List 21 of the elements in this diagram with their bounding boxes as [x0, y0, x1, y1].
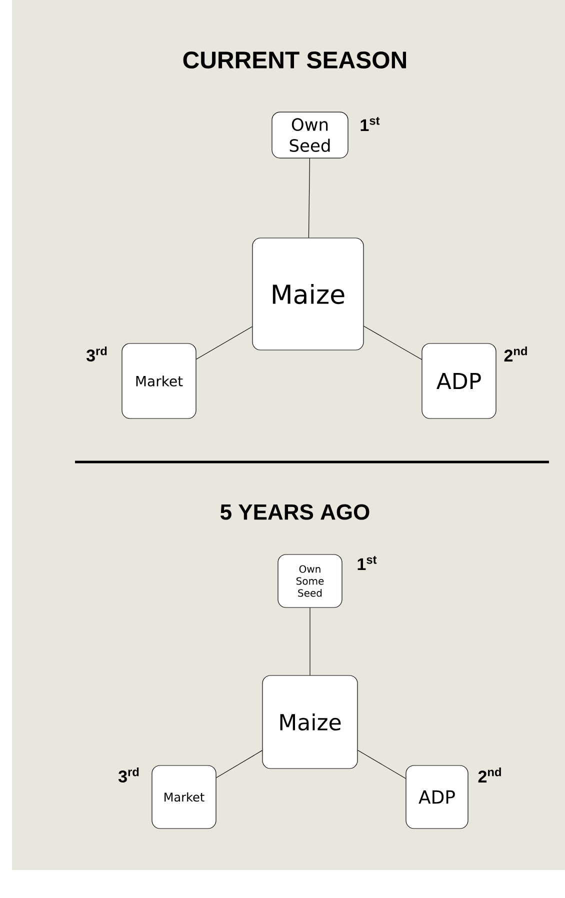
rank-label: 3$^{rd}$ — [86, 346, 107, 362]
rank-label: 1$^{st}$ — [358, 556, 377, 570]
section-heading: 5 YEARS AGO — [220, 504, 370, 520]
rounded-box: ADP — [406, 765, 468, 829]
rounded-box: Own Seed — [272, 112, 348, 158]
connector-line — [364, 326, 422, 360]
rounded-box: Market — [122, 343, 196, 419]
rounded-box: Market — [152, 765, 216, 829]
connector-line — [308, 158, 310, 238]
rank-label: 2$^{nd}$ — [478, 768, 501, 782]
rounded-box: ADP — [422, 343, 496, 419]
connector-line — [358, 750, 406, 779]
section-heading: CURRENT SEASON — [183, 52, 406, 68]
rounded-box: Own Some Seed — [278, 554, 342, 608]
rank-label: 2$^{nd}$ — [504, 346, 527, 362]
rank-label: 1$^{st}$ — [360, 117, 380, 132]
connector-line — [216, 750, 262, 778]
rank-label: 3$^{rd}$ — [118, 767, 139, 783]
connector-line — [196, 326, 252, 360]
rounded-box: Maize — [252, 238, 364, 350]
rounded-box: Maize — [262, 675, 358, 769]
